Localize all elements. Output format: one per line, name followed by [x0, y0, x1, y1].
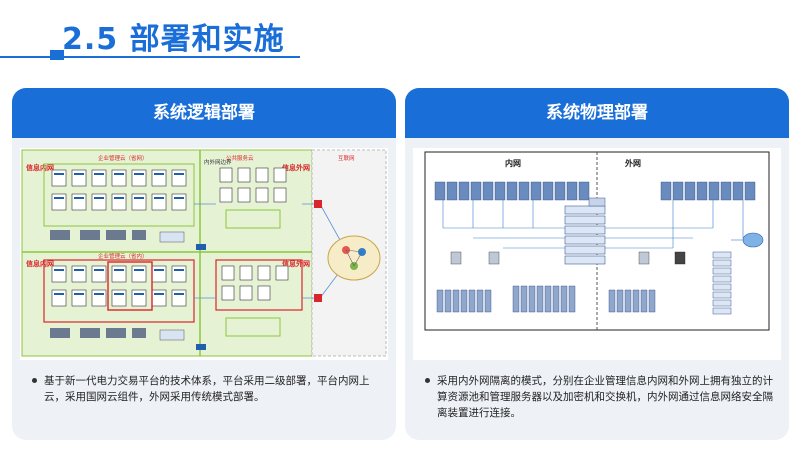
physical-deployment-text: 采用内外网隔离的模式，分别在企业管理信息内网和外网上拥有独立的计算资源池和管理服… [437, 375, 773, 419]
isolation-device-2 [196, 344, 206, 350]
bullet-dot-icon [425, 378, 430, 383]
core-switch-stack [564, 205, 606, 265]
public-cloud-grid-top [219, 167, 287, 203]
storage-racks-intranet [436, 285, 576, 313]
rack-row-extranet [660, 181, 756, 201]
bullet-dot-icon [32, 378, 37, 383]
logical-deployment-header: 系统逻辑部署 [12, 88, 396, 138]
public-cloud-device-box [225, 209, 281, 229]
terminal-device-2 [488, 251, 500, 265]
storage-row-bottom [50, 328, 146, 338]
terminal-device-4 [674, 251, 686, 265]
logical-deployment-diagram: 信息内网 信息内网 信息外网 信息外网 内外网边界 企业管理云（省网） 企业管理… [20, 148, 388, 360]
zone-label-inner-1: 信息内网 [26, 163, 54, 172]
logical-deployment-panel: 系统逻辑部署 信息内网 信息内网 信息外网 信息外网 内外网边界 企业管理云（省… [12, 88, 396, 440]
title-accent-block [50, 50, 64, 60]
internet-cloud-icon [327, 235, 381, 281]
physical-deployment-bullet: 采用内外网隔离的模式，分别在企业管理信息内网和外网上拥有独立的计算资源池和管理服… [425, 373, 775, 421]
zone-label-outer-2: 信息外网 [282, 259, 310, 268]
rack-row-intranet [434, 181, 590, 201]
cabling-lines [442, 200, 744, 249]
server-grid-top [43, 163, 195, 227]
internet-cloud-icon-right [742, 232, 764, 248]
page-title: 2.5 部署和实施 [62, 22, 285, 57]
firewall-icon-2 [314, 294, 322, 302]
zone-label-cloud-bottom: 企业管理云（省内） [98, 252, 148, 260]
public-cloud-grid-bottom [215, 259, 303, 311]
zone-label-extranet: 外网 [625, 158, 641, 168]
isolation-gateway [588, 197, 606, 207]
terminal-device-1 [450, 251, 462, 265]
zone-label-cloud-top: 企业管理云（省网） [98, 154, 148, 162]
server-grid-bottom [43, 259, 195, 323]
zone-label-boundary: 内外网边界 [204, 158, 232, 166]
encryptor-device-bottom [159, 329, 185, 341]
physical-deployment-diagram: 内网 外网 [413, 148, 781, 360]
storage-row-top [50, 230, 146, 240]
zone-label-intranet: 内网 [505, 158, 521, 168]
logical-deployment-text: 基于新一代电力交易平台的技术体系，平台采用二级部署，平台内网上云，采用国网云组件… [44, 375, 370, 403]
zone-label-inner-2: 信息内网 [26, 259, 54, 268]
encryptor-device-top [159, 231, 185, 243]
public-cloud-device-box-bottom [225, 317, 281, 337]
storage-racks-extranet [608, 289, 656, 313]
zone-label-public-cloud: 公共服务云 [226, 154, 254, 162]
title-underline [0, 56, 300, 58]
physical-deployment-panel: 系统物理部署 内网 外网 [405, 88, 789, 440]
zone-label-outer-1: 信息外网 [282, 163, 310, 172]
extranet-tower-rack [712, 251, 732, 315]
logical-deployment-bullet: 基于新一代电力交易平台的技术体系，平台采用二级部署，平台内网上云，采用国网云组件… [32, 373, 382, 405]
zone-label-internet: 互联网 [338, 154, 355, 162]
physical-deployment-header: 系统物理部署 [405, 88, 789, 138]
firewall-icon-1 [314, 200, 322, 208]
terminal-device-3 [638, 251, 650, 265]
isolation-device-1 [196, 244, 206, 250]
